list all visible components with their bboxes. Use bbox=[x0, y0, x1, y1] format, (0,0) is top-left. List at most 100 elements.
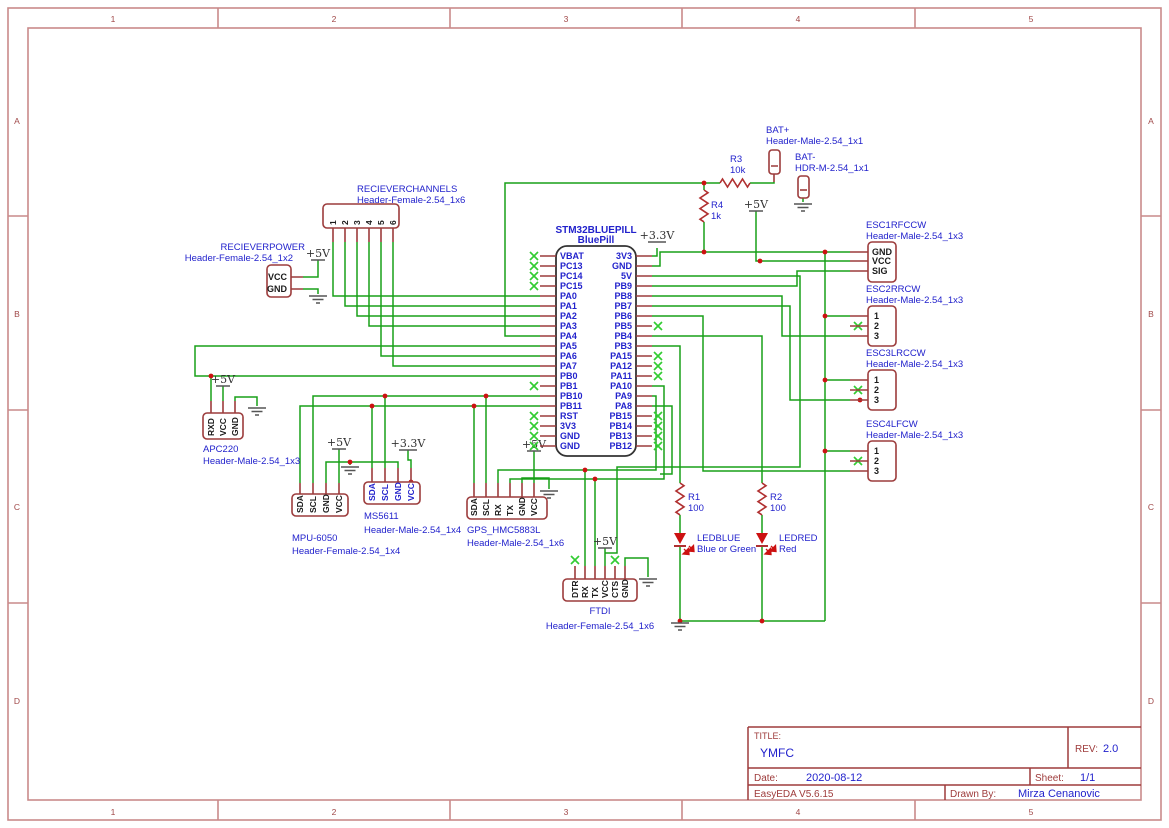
pin-label: 1 bbox=[874, 311, 879, 321]
component-bat-minus[interactable]: BAT- HDR-M-2.54_1x1 bbox=[795, 152, 869, 199]
resistor-value: 100 bbox=[770, 503, 786, 514]
component-r4[interactable]: R4 1k bbox=[698, 189, 723, 223]
svg-text:RXD: RXD bbox=[206, 418, 216, 436]
component-footprint: Header-Male-2.54_1x6 bbox=[467, 538, 564, 549]
svg-text:PA4: PA4 bbox=[560, 331, 577, 341]
svg-text:PB13: PB13 bbox=[609, 431, 632, 441]
component-recieverpower[interactable]: RECIEVERPOWER Header-Female-2.54_1x2 VCC… bbox=[185, 242, 306, 298]
svg-text:GND: GND bbox=[620, 579, 630, 598]
svg-text:PB14: PB14 bbox=[609, 421, 632, 431]
component-esc1[interactable]: ESC1RFCCW Header-Male-2.54_1x3 GND VCC S… bbox=[850, 220, 963, 283]
led-ref: LEDRED bbox=[779, 533, 818, 544]
svg-text:SDA: SDA bbox=[295, 495, 305, 513]
component-esc3[interactable]: ESC3LRCCW Header-Male-2.54_1x3 1 2 3 bbox=[850, 348, 963, 411]
svg-text:PA5: PA5 bbox=[560, 341, 577, 351]
pin-label: VCC bbox=[872, 256, 892, 266]
svg-text:SDA: SDA bbox=[469, 498, 479, 516]
svg-text:PB10: PB10 bbox=[560, 391, 583, 401]
component-name: ESC4LFCW bbox=[866, 419, 918, 430]
ruler-row-c2: C bbox=[1148, 502, 1154, 512]
resistor-ref: R2 bbox=[770, 492, 782, 503]
svg-text:VCC: VCC bbox=[218, 418, 228, 436]
pin-labels: 1 2 3 4 5 6 bbox=[328, 220, 398, 225]
component-name: ESC1RFCCW bbox=[866, 220, 926, 231]
component-ms5611[interactable]: SDA SCL GND VCC MS5611 Header-Male-2.54_… bbox=[363, 468, 461, 536]
svg-text:5: 5 bbox=[376, 220, 386, 225]
svg-text:VBAT: VBAT bbox=[560, 251, 584, 261]
component-footprint: Header-Male-2.54_1x4 bbox=[364, 525, 461, 536]
pin-labels: SDA SCL GND VCC bbox=[367, 482, 416, 501]
svg-text:GND: GND bbox=[612, 261, 633, 271]
ruler-col-5b: 5 bbox=[1029, 807, 1034, 817]
ruler-row-d2: D bbox=[1148, 696, 1154, 706]
component-esc4[interactable]: ESC4LFCW Header-Male-2.54_1x3 1 2 3 bbox=[850, 419, 963, 482]
ruler-col-3: 3 bbox=[564, 14, 569, 24]
svg-text:RST: RST bbox=[560, 411, 579, 421]
component-name: RECIEVERCHANNELS bbox=[357, 184, 457, 195]
component-gps-hmc5883l[interactable]: SDA SCL RX TX GND VCC GPS_HMC5883L Heade… bbox=[466, 483, 564, 549]
ruler-col-4: 4 bbox=[796, 14, 801, 24]
svg-text:3V3: 3V3 bbox=[560, 421, 576, 431]
component-footprint: Header-Male-2.54_1x3 bbox=[866, 359, 963, 370]
pin-label: 2 bbox=[874, 456, 879, 466]
component-r2[interactable]: R2 100 bbox=[756, 482, 786, 516]
svg-text:PB8: PB8 bbox=[614, 291, 632, 301]
component-name: GPS_HMC5883L bbox=[467, 525, 540, 536]
component-name: BAT+ bbox=[766, 125, 790, 136]
component-ledred[interactable]: LEDRED Red bbox=[756, 533, 818, 556]
pin-labels: RXD VCC GND bbox=[206, 417, 240, 436]
resistor-ref: R1 bbox=[688, 492, 700, 503]
software-version: EasyEDA V5.6.15 bbox=[754, 789, 834, 800]
pin-label: 3 bbox=[874, 466, 879, 476]
svg-text:6: 6 bbox=[388, 220, 398, 225]
svg-text:PB3: PB3 bbox=[614, 341, 632, 351]
svg-text:PA15: PA15 bbox=[610, 351, 632, 361]
component-esc2[interactable]: ESC2RRCW Header-Male-2.54_1x3 1 2 3 bbox=[850, 284, 963, 347]
svg-text:PA0: PA0 bbox=[560, 291, 577, 301]
pin-label: GND bbox=[267, 284, 288, 294]
pin-label: VCC bbox=[268, 272, 288, 282]
ruler-row-b: B bbox=[14, 309, 20, 319]
sheet-label: Sheet: bbox=[1035, 773, 1064, 784]
power-3v3-label: +3.3V bbox=[391, 437, 427, 450]
svg-text:VCC: VCC bbox=[406, 483, 416, 501]
component-ledblue[interactable]: LEDBLUE Blue or Green bbox=[674, 533, 756, 556]
component-mpu6050[interactable]: SDA SCL GND VCC MPU-6050 Header-Female-2… bbox=[291, 483, 400, 557]
svg-text:PA3: PA3 bbox=[560, 321, 577, 331]
component-ftdi[interactable]: DTR RX TX VCC CTS GND FTDI Header-Female… bbox=[546, 566, 654, 632]
svg-text:VCC: VCC bbox=[529, 498, 539, 516]
led-desc: Blue or Green bbox=[697, 544, 756, 555]
ground-symbols bbox=[248, 203, 812, 631]
component-r3[interactable]: R3 10k bbox=[719, 154, 751, 189]
pin-label: 2 bbox=[874, 385, 879, 395]
component-r1[interactable]: R1 100 bbox=[674, 482, 704, 516]
svg-text:1: 1 bbox=[328, 220, 338, 225]
component-recieverchannels[interactable]: RECIEVERCHANNELS Header-Female-2.54_1x6 … bbox=[322, 184, 465, 242]
pin-label: 2 bbox=[874, 321, 879, 331]
pin-labels: SDA SCL RX TX GND VCC bbox=[469, 497, 539, 516]
component-apc220[interactable]: RXD VCC GND APC220 Header-Male-2.54_1x3 bbox=[202, 401, 300, 467]
component-footprint: Header-Male-2.54_1x1 bbox=[766, 136, 863, 147]
svg-text:PA7: PA7 bbox=[560, 361, 577, 371]
resistor-value: 10k bbox=[730, 165, 746, 176]
led-desc: Red bbox=[779, 544, 796, 555]
component-footprint: Header-Female-2.54_1x6 bbox=[357, 195, 465, 206]
component-name: RECIEVERPOWER bbox=[221, 242, 306, 253]
component-footprint: Header-Female-2.54_1x6 bbox=[546, 621, 654, 632]
ruler-row-b2: B bbox=[1148, 309, 1154, 319]
svg-text:VCC: VCC bbox=[334, 495, 344, 513]
chip-pin-stubs bbox=[540, 255, 652, 447]
svg-text:PA11: PA11 bbox=[611, 371, 632, 381]
svg-text:PB12: PB12 bbox=[609, 441, 632, 451]
sheet-value: 1/1 bbox=[1080, 772, 1095, 784]
power-5v-label: +5V bbox=[593, 535, 618, 548]
svg-text:TX: TX bbox=[505, 505, 515, 516]
component-footprint: HDR-M-2.54_1x1 bbox=[795, 163, 869, 174]
component-bat-plus[interactable]: BAT+ Header-Male-2.54_1x1 bbox=[766, 125, 863, 182]
svg-text:PA8: PA8 bbox=[615, 401, 632, 411]
component-name: FTDI bbox=[589, 606, 610, 617]
component-name: MPU-6050 bbox=[292, 533, 337, 544]
